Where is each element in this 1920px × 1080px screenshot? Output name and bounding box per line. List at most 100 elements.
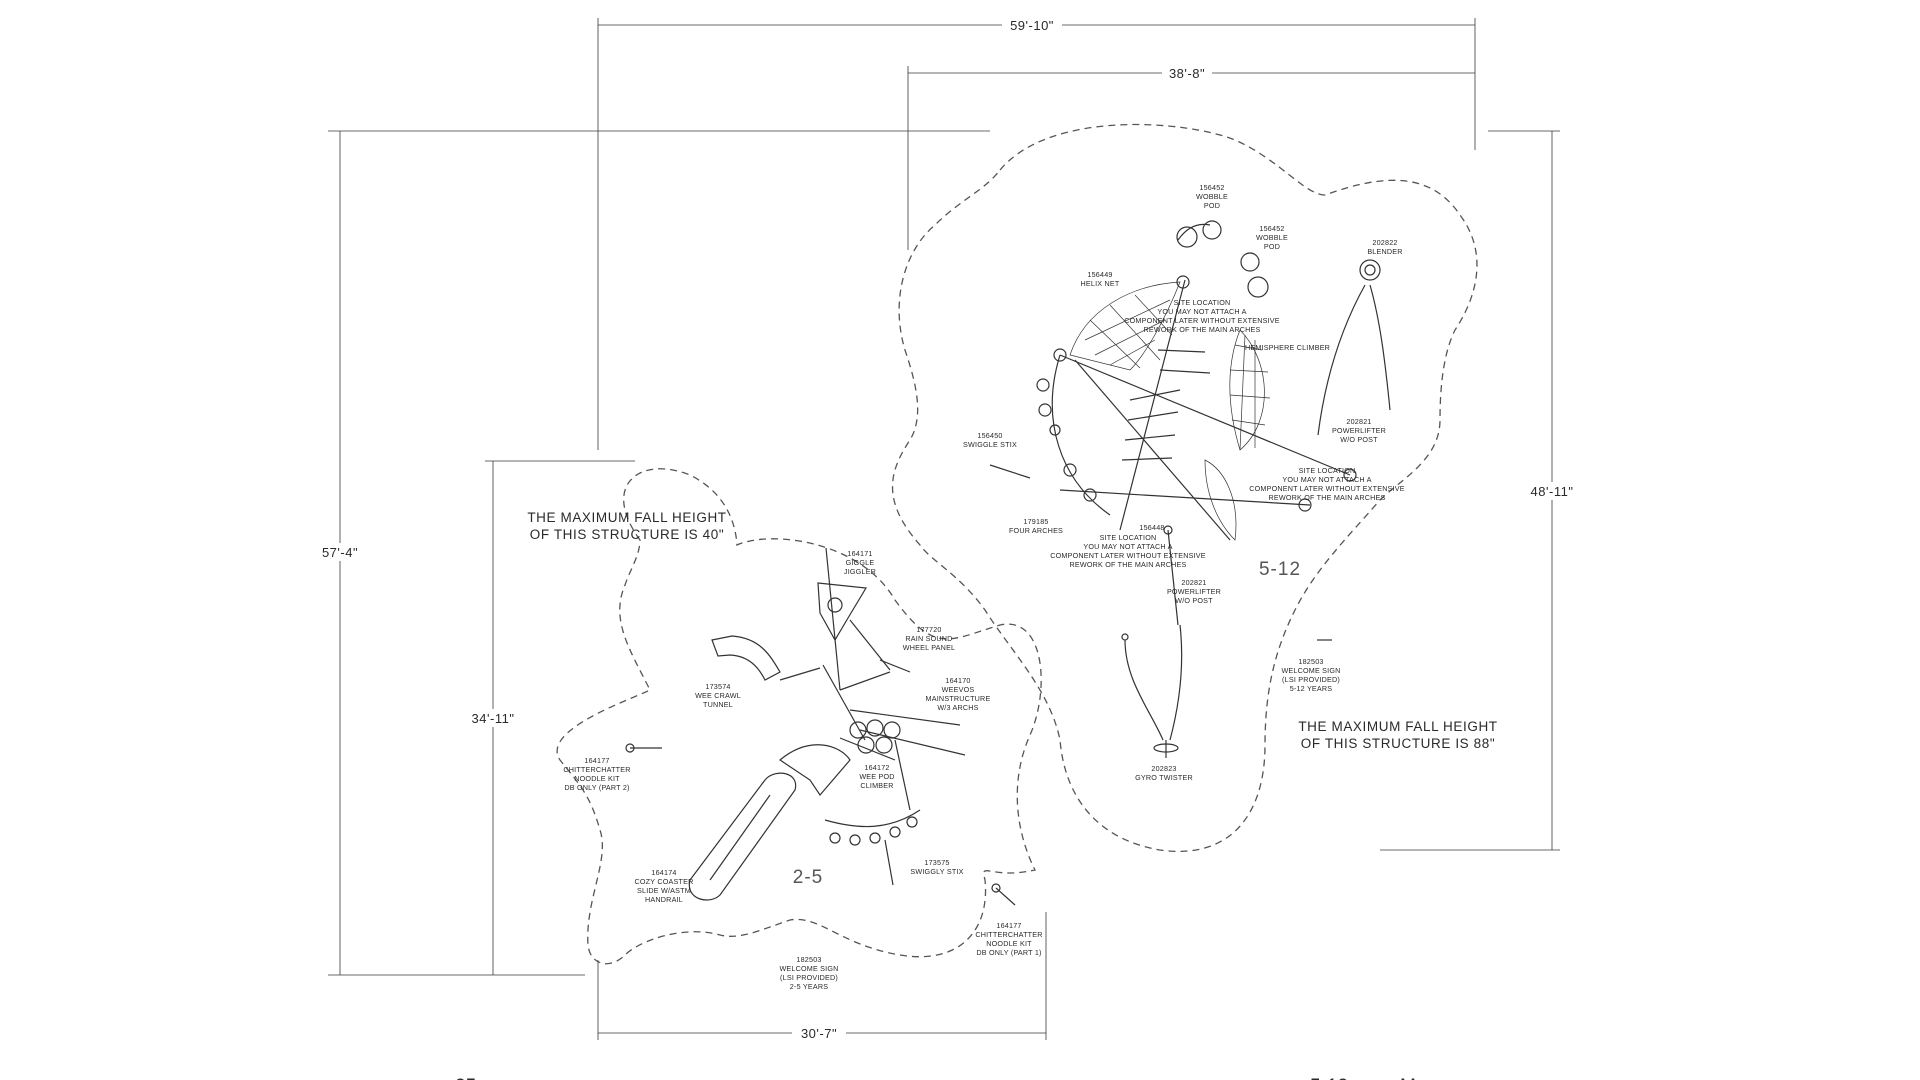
label-four-arches: 179185 FOUR ARCHES (1009, 517, 1063, 535)
label-helix-net: 156449 HELIX NET (1081, 270, 1120, 288)
dim-top-right: 38'-8" (1169, 66, 1205, 81)
svg-text:RAIN SOUND: RAIN SOUND (905, 634, 952, 643)
svg-text:156448: 156448 (1139, 523, 1164, 532)
dim-right-height: 48'-11" (1531, 484, 1574, 499)
svg-text:164171: 164171 (847, 549, 872, 558)
svg-text:164177: 164177 (584, 756, 609, 765)
label-powerlifter-upper: 202821 POWERLIFTER W/O POST (1332, 417, 1386, 444)
label-powerlifter-lower: 202821 POWERLIFTER W/O POST (1167, 578, 1221, 605)
svg-text:156452: 156452 (1259, 224, 1284, 233)
label-welcome-sign-5-12: 182503 WELCOME SIGN (LSI PROVIDED) 5-12 … (1281, 657, 1340, 693)
svg-text:SWIGGLE STIX: SWIGGLE STIX (963, 440, 1017, 449)
svg-text:COMPONENT LATER WITHOUT EXTENS: COMPONENT LATER WITHOUT EXTENSIVE (1124, 316, 1280, 325)
dimension-labels: 59'-10" 38'-8" 57'-4" 34'-11" 48'-11" 30… (312, 16, 1582, 1042)
label-hemisphere-climber: HEMISPHERE CLIMBER (1245, 343, 1330, 352)
structure-2-5 (625, 547, 1016, 906)
label-wee-pod-climber: 164172 WEE POD CLIMBER (859, 763, 894, 790)
svg-text:156449: 156449 (1087, 270, 1112, 279)
svg-text:WHEEL PANEL: WHEEL PANEL (903, 643, 956, 652)
svg-text:156450: 156450 (977, 431, 1002, 440)
svg-text:164170: 164170 (945, 676, 970, 685)
fall-height-note-left-line2: OF THIS STRUCTURE IS 40" (530, 527, 724, 542)
svg-text:GIGGLE: GIGGLE (846, 558, 875, 567)
label-wobble-pod-2: 156452 WOBBLE POD (1256, 224, 1288, 251)
svg-text:(LSI PROVIDED): (LSI PROVIDED) (1282, 675, 1340, 684)
svg-text:COMPONENT LATER WITHOUT EXTENS: COMPONENT LATER WITHOUT EXTENSIVE (1249, 484, 1405, 493)
label-welcome-sign-2-5: 182503 WELCOME SIGN (LSI PROVIDED) 2-5 Y… (779, 955, 838, 991)
svg-text:HEMISPHERE CLIMBER: HEMISPHERE CLIMBER (1245, 343, 1330, 352)
svg-text:WEE POD: WEE POD (859, 772, 894, 781)
svg-text:5-12: 5-12 (1310, 1076, 1348, 1080)
svg-text:NOODLE KIT: NOODLE KIT (986, 939, 1032, 948)
svg-text:164174: 164174 (651, 868, 676, 877)
fall-height-note-left-line1: THE MAXIMUM FALL HEIGHT (527, 510, 726, 525)
site-location-note-upper: SITE LOCATION YOU MAY NOT ATTACH A COMPO… (1124, 298, 1280, 334)
svg-text:(LSI PROVIDED): (LSI PROVIDED) (780, 973, 838, 982)
site-location-note-lower: SITE LOCATION YOU MAY NOT ATTACH A COMPO… (1050, 533, 1206, 569)
svg-text:164172: 164172 (864, 763, 889, 772)
svg-text:WEEVOS: WEEVOS (942, 685, 975, 694)
label-noodle-kit-part-1: 164177 CHITTERCHATTER NOODLE KIT DB ONLY… (975, 921, 1042, 957)
svg-text:JIGGLER: JIGGLER (844, 567, 876, 576)
svg-text:173575: 173575 (924, 858, 949, 867)
label-giggle-jiggler: 164171 GIGGLE JIGGLER (844, 549, 876, 576)
svg-text:179185: 179185 (1023, 517, 1048, 526)
svg-text:SITE LOCATION: SITE LOCATION (1100, 533, 1157, 542)
svg-text:5-12 YEARS: 5-12 YEARS (1290, 684, 1333, 693)
svg-text:POD: POD (1264, 242, 1280, 251)
fall-height-note-right-line2: OF THIS STRUCTURE IS 88" (1301, 736, 1495, 751)
use-zone-boundary-5-12 (891, 123, 1478, 852)
svg-text:HANDRAIL: HANDRAIL (645, 895, 683, 904)
svg-text:SITE LOCATION: SITE LOCATION (1174, 298, 1231, 307)
svg-text:202821: 202821 (1181, 578, 1206, 587)
svg-text:173574: 173574 (705, 682, 730, 691)
structure-5-12 (989, 220, 1391, 758)
svg-text:182503: 182503 (796, 955, 821, 964)
svg-text:CHITTERCHATTER: CHITTERCHATTER (563, 765, 630, 774)
svg-text:M: M (1400, 1076, 1416, 1080)
svg-text:REWORK OF THE MAIN ARCHES: REWORK OF THE MAIN ARCHES (1069, 560, 1186, 569)
svg-text:WELCOME SIGN: WELCOME SIGN (779, 964, 838, 973)
component-labels-small: 164171 GIGGLE JIGGLER 177720 RAIN SOUND … (563, 549, 1042, 991)
dim-top-overall: 59'-10" (1010, 18, 1054, 33)
svg-text:CLIMBER: CLIMBER (860, 781, 893, 790)
svg-text:TUNNEL: TUNNEL (703, 700, 733, 709)
label-156448: 156448 (1139, 523, 1164, 532)
svg-text:SLIDE W/ASTM: SLIDE W/ASTM (637, 886, 691, 895)
svg-text:SWIGGLY STIX: SWIGGLY STIX (910, 867, 963, 876)
svg-text:SITE LOCATION: SITE LOCATION (1299, 466, 1356, 475)
svg-text:BLENDER: BLENDER (1367, 247, 1402, 256)
svg-text:W/O POST: W/O POST (1340, 435, 1378, 444)
label-swiggle-stix: 156450 SWIGGLE STIX (963, 431, 1017, 449)
dim-left-inner: 34'-11" (472, 711, 515, 726)
label-weevos-mainstructure: 164170 WEEVOS MAINSTRUCTURE W/3 ARCHS (926, 676, 991, 712)
svg-text:WOBBLE: WOBBLE (1256, 233, 1288, 242)
label-swiggly-stix: 173575 SWIGGLY STIX (910, 858, 963, 876)
svg-text:YOU MAY NOT ATTACH A: YOU MAY NOT ATTACH A (1083, 542, 1172, 551)
svg-text:GYRO TWISTER: GYRO TWISTER (1135, 773, 1193, 782)
svg-text:182503: 182503 (1298, 657, 1323, 666)
svg-text:REWORK OF THE MAIN ARCHES: REWORK OF THE MAIN ARCHES (1143, 325, 1260, 334)
svg-text:COMPONENT LATER WITHOUT EXTENS: COMPONENT LATER WITHOUT EXTENSIVE (1050, 551, 1206, 560)
age-group-label-small: 2-5 (793, 867, 823, 888)
svg-text:REWORK OF THE MAIN ARCHES: REWORK OF THE MAIN ARCHES (1268, 493, 1385, 502)
label-blender: 202822 BLENDER (1367, 238, 1402, 256)
svg-text:POWERLIFTER: POWERLIFTER (1332, 426, 1386, 435)
label-gyro-twister: 202823 GYRO TWISTER (1135, 764, 1193, 782)
svg-text:202822: 202822 (1372, 238, 1397, 247)
svg-text:WOBBLE: WOBBLE (1196, 192, 1228, 201)
bottom-partial-text: 25 5-12 M (455, 1076, 1416, 1080)
svg-text:POWERLIFTER: POWERLIFTER (1167, 587, 1221, 596)
svg-text:YOU MAY NOT ATTACH A: YOU MAY NOT ATTACH A (1282, 475, 1371, 484)
svg-text:177720: 177720 (916, 625, 941, 634)
svg-text:W/O POST: W/O POST (1175, 596, 1213, 605)
use-zone-boundary-2-5 (556, 468, 1042, 965)
svg-text:25: 25 (455, 1076, 476, 1080)
svg-text:WELCOME SIGN: WELCOME SIGN (1281, 666, 1340, 675)
svg-text:164177: 164177 (996, 921, 1021, 930)
svg-text:2-5 YEARS: 2-5 YEARS (790, 982, 828, 991)
component-labels-large: 156452 WOBBLE POD 156452 WOBBLE POD 2028… (963, 183, 1402, 782)
svg-text:MAINSTRUCTURE: MAINSTRUCTURE (926, 694, 991, 703)
site-location-note-right: SITE LOCATION YOU MAY NOT ATTACH A COMPO… (1249, 466, 1405, 502)
svg-text:DB ONLY (PART 2): DB ONLY (PART 2) (564, 783, 629, 792)
